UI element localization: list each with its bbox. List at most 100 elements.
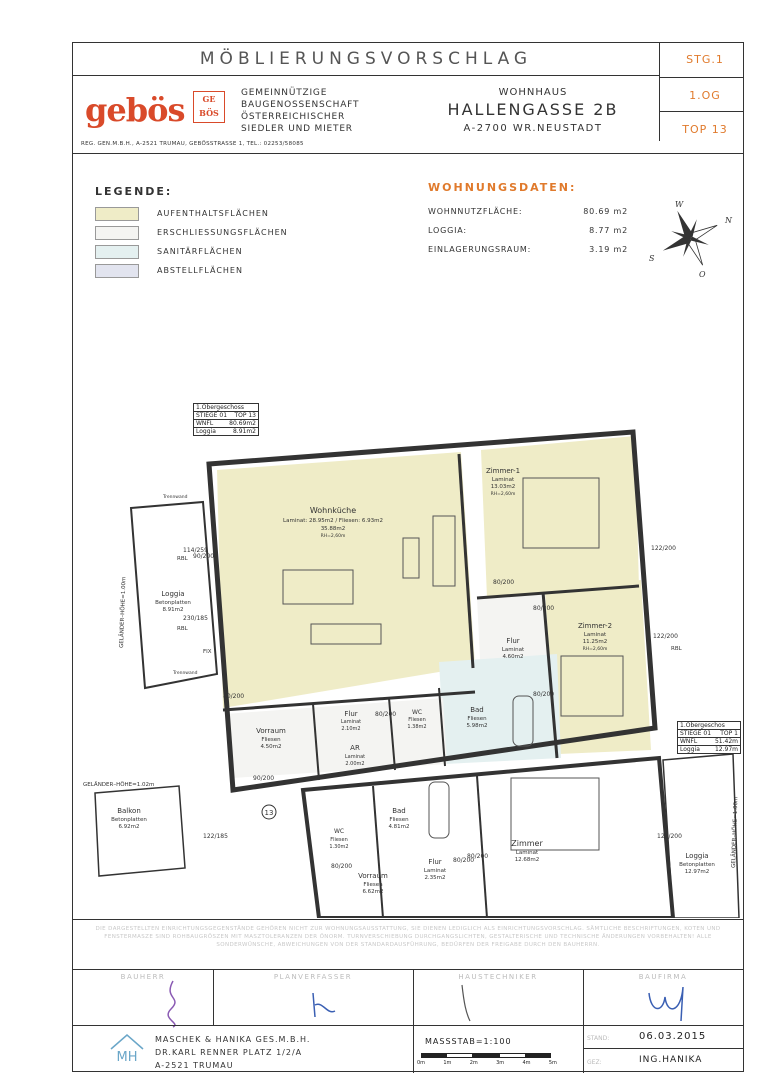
developer-logo: gebös bbox=[85, 91, 185, 129]
footer-rule bbox=[73, 969, 743, 970]
unit-info-cell: 12.97m bbox=[714, 746, 738, 753]
room-area: 2.00m2 bbox=[345, 761, 364, 767]
room-name: Wohnküche bbox=[310, 506, 356, 515]
single-bed bbox=[560, 655, 624, 717]
room-area: 13.03m2 bbox=[491, 484, 516, 490]
scale-segment bbox=[498, 1053, 526, 1058]
wall bbox=[476, 775, 488, 918]
firm-line: A-2521 TRUMAU bbox=[155, 1061, 234, 1070]
door-dimension: 122/200 bbox=[653, 633, 678, 640]
scale-tick: 4m bbox=[522, 1060, 531, 1066]
footer-divider bbox=[583, 1025, 584, 1073]
signature-head: HAUSTECHNIKER bbox=[458, 973, 538, 981]
header-divider bbox=[659, 43, 660, 141]
room-name: Vorraum bbox=[256, 727, 286, 735]
sheet-title: MÖBLIERUNGSVORSCHLAG bbox=[199, 49, 533, 69]
room-finish: Fliesen bbox=[363, 882, 383, 888]
building-street: HALLENGASSE 2B bbox=[447, 100, 619, 119]
apartment-data-value: 80.69 m2 bbox=[583, 207, 628, 216]
unit-info-cell: Loggia bbox=[680, 746, 700, 753]
wall bbox=[476, 584, 640, 600]
loggia-outline bbox=[129, 500, 219, 690]
wall bbox=[541, 591, 559, 759]
signature-head: BAUFIRMA bbox=[638, 973, 688, 981]
drawn-by-label: GEZ: bbox=[587, 1059, 602, 1066]
compass-label: N bbox=[724, 216, 733, 225]
developer-name: GEMEINNÜTZIGE BAUGENOSSENSCHAFT ÖSTERREI… bbox=[241, 87, 359, 135]
compass-label: O bbox=[699, 270, 706, 279]
wall bbox=[222, 690, 476, 712]
rbl-label: RBL bbox=[671, 646, 683, 652]
railing-label: GELÄNDER–HÖHE=1.02m bbox=[83, 781, 154, 788]
wall bbox=[312, 703, 320, 781]
firm-logo-icon: MH bbox=[110, 1034, 144, 1065]
sofa bbox=[432, 515, 456, 587]
legend-swatch bbox=[95, 207, 139, 221]
signature-bauherr bbox=[167, 980, 176, 1028]
developer-registration: REG. GEN.M.B.H., A-2521 TRUMAU, GEBÖSSTR… bbox=[81, 141, 304, 147]
apartment-data-row: WOHNNUTZFLÄCHE: 80.69 m2 bbox=[428, 207, 628, 216]
coffee-table bbox=[402, 537, 420, 579]
plan-date: 06.03.2015 bbox=[639, 1031, 707, 1042]
signature-divider bbox=[583, 969, 584, 1025]
footer-rule bbox=[73, 1025, 743, 1026]
room-finish: Laminat bbox=[492, 477, 515, 483]
floor-label: 1.OG bbox=[689, 89, 721, 102]
room-finish: Fliesen bbox=[389, 817, 409, 823]
kitchen-counter bbox=[310, 623, 382, 645]
room-finish: Laminat bbox=[424, 868, 447, 874]
outer-wall bbox=[206, 429, 658, 793]
room-height: RH=2,60m bbox=[321, 533, 346, 539]
rbl-label: RBL bbox=[177, 626, 189, 632]
wall bbox=[388, 697, 396, 771]
room-area: 4.81m2 bbox=[388, 824, 409, 830]
room-name: Zimmer bbox=[511, 839, 543, 848]
room-name: WC bbox=[412, 709, 422, 716]
entry-number: 13 bbox=[265, 809, 274, 817]
unit-info-row: Loggia 12.97m bbox=[678, 746, 740, 753]
room-area: 5.98m2 bbox=[466, 723, 487, 729]
scale-ticks: 0m 1m 2m 3m 4m 5m bbox=[417, 1060, 557, 1066]
developer-logo-mark: GE BÖS bbox=[193, 91, 225, 123]
unit-info-cell: STIEGE 01 bbox=[680, 730, 712, 737]
room-name: Bad bbox=[470, 706, 484, 714]
apartment-data-value: 8.77 m2 bbox=[589, 226, 628, 235]
developer-line: GEMEINNÜTZIGE bbox=[241, 88, 328, 98]
unit-info-head: 1.Obergeschos bbox=[678, 722, 740, 730]
double-bed bbox=[510, 777, 600, 851]
apartment-data-label: EINLAGERUNGSRAUM: bbox=[428, 245, 532, 254]
apartment-data-row: LOGGIA: 8.77 m2 bbox=[428, 226, 628, 235]
room-finish: Laminat bbox=[584, 632, 607, 638]
double-bed bbox=[522, 477, 600, 549]
legend-swatch bbox=[95, 264, 139, 278]
door-dimension: 122/200 bbox=[651, 545, 676, 552]
door-dimension: 114/259 bbox=[183, 547, 208, 554]
scale-tick: 2m bbox=[469, 1060, 478, 1066]
unit-info-head: 1.Obergeschoss bbox=[194, 404, 258, 412]
living-area-fill bbox=[217, 452, 475, 708]
disclaimer: DIE DARGESTELLTEN EINRICHTUNGSGEGENSTÄND… bbox=[95, 926, 721, 948]
unit-info-cell: TOP 13 bbox=[234, 412, 256, 419]
room-area: 8.91m2 bbox=[162, 607, 183, 613]
building-city: A-2700 WR.NEUSTADT bbox=[463, 123, 603, 134]
unit-info-cell: WNFL bbox=[196, 420, 214, 427]
room-name: Balkon bbox=[117, 807, 141, 815]
developer-line: BAUGENOSSENSCHAFT bbox=[241, 100, 360, 110]
bathtub bbox=[428, 781, 450, 839]
bedroom1-fill bbox=[481, 436, 639, 598]
room-area: 35.88m2 bbox=[321, 526, 346, 532]
wall bbox=[457, 453, 475, 669]
room-name: Vorraum bbox=[358, 872, 388, 880]
header-rule bbox=[659, 111, 743, 112]
room-name: Bad bbox=[392, 807, 406, 815]
loggia-outline bbox=[662, 753, 740, 918]
rbl-label: RBL bbox=[177, 556, 189, 562]
door-dimension: 230/185 bbox=[183, 615, 208, 622]
signature-planverfasser bbox=[312, 992, 336, 1018]
signature-divider bbox=[413, 969, 414, 1025]
apartment-data-label: LOGGIA: bbox=[428, 226, 467, 235]
